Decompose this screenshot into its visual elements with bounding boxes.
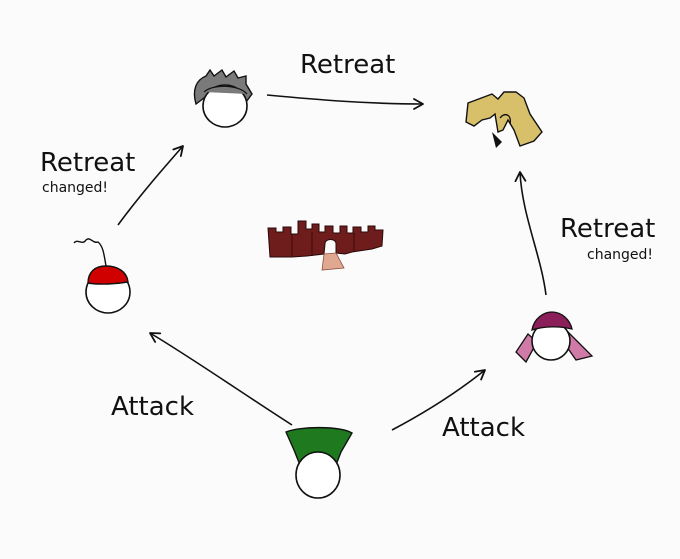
- yellow-general-icon: [465, 91, 543, 148]
- label-top-retreat: Retreat: [300, 50, 396, 80]
- label-right-retreat: Retreat: [560, 214, 656, 244]
- castle-icon: [267, 220, 384, 271]
- arrow-green-to-pink: [391, 369, 486, 431]
- label-left-changed: changed!: [42, 180, 109, 196]
- arrow-red-to-grey: [117, 145, 184, 226]
- pink-general-icon: [515, 311, 594, 364]
- label-attack-left: Attack: [111, 392, 195, 422]
- arrow-green-to-red: [149, 332, 293, 426]
- label-right-changed: changed!: [587, 247, 654, 263]
- label-left-retreat: Retreat: [40, 148, 136, 178]
- arrow-grey-to-yellow: [266, 94, 424, 110]
- red-general-icon: [73, 238, 131, 314]
- label-attack-right: Attack: [442, 413, 526, 443]
- grey-general-icon: [193, 68, 253, 128]
- arrow-pink-to-yellow: [514, 171, 547, 296]
- green-general-icon: [285, 426, 353, 499]
